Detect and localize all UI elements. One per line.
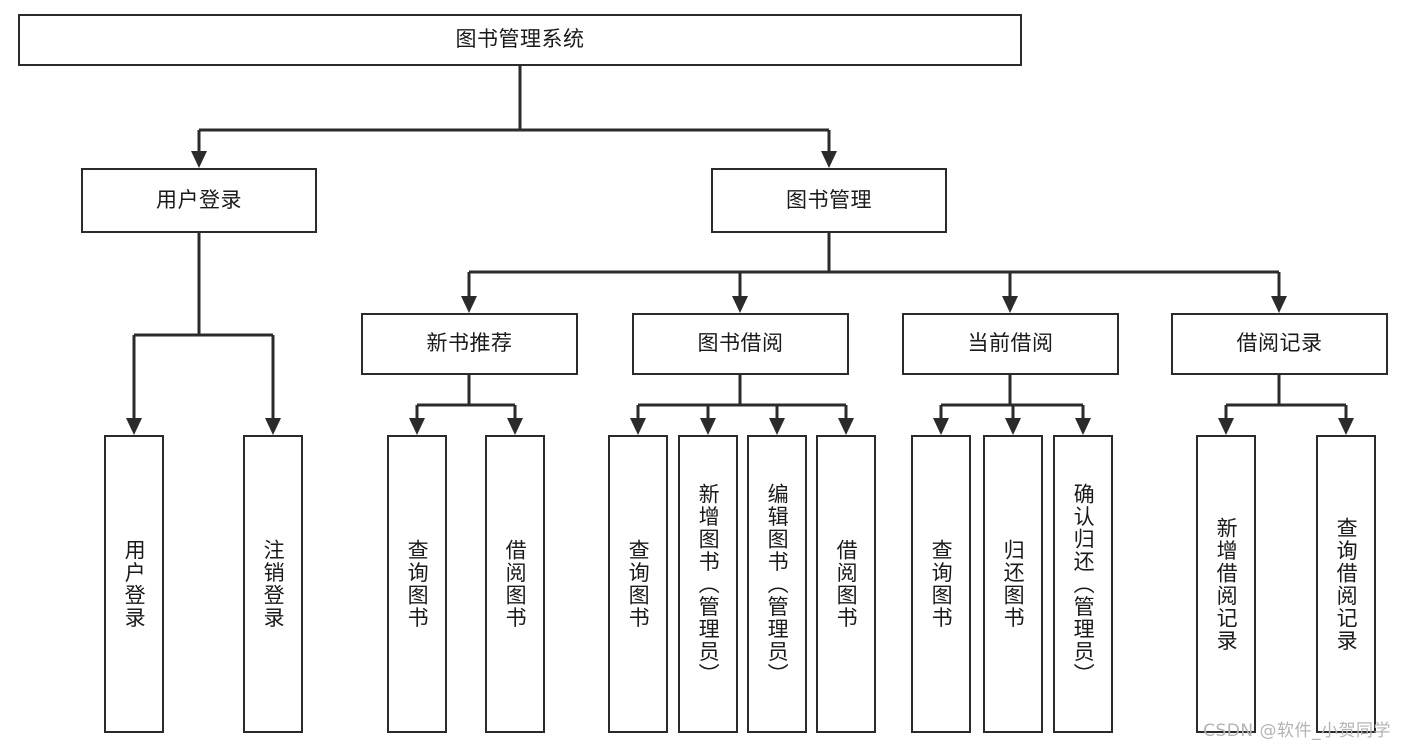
leaf-user-login-label: 用户登录: [122, 539, 147, 629]
node-current-borrow-label: 当前借阅: [967, 331, 1054, 356]
edge-root-to-bookmgmt-arrowhead: [821, 151, 837, 168]
leaf-borrow-book-recommend-label: 借阅图书: [503, 539, 528, 629]
leaf-query-book-borrow[interactable]: 查询图书: [608, 435, 668, 733]
edge-l3c-to-c2-arrowhead: [1005, 418, 1021, 435]
leaf-query-book-current-label: 查询图书: [929, 539, 954, 629]
leaf-query-book-borrow-label: 查询图书: [626, 539, 651, 629]
edge-bookmgmt-to-l3a-arrowhead: [461, 296, 477, 313]
edge-bookmgmt-to-l3d-arrowhead: [1271, 296, 1287, 313]
leaf-return-book[interactable]: 归还图书: [983, 435, 1043, 733]
edge-l3c-to-c3-arrowhead: [1075, 418, 1091, 435]
node-user-login-label: 用户登录: [156, 187, 242, 212]
edge-bookmgmt-to-l3b-arrowhead: [732, 296, 748, 313]
node-book-management-label: 图书管理: [786, 187, 872, 212]
edge-root-to-login-arrowhead: [191, 151, 207, 168]
leaf-return-book-label: 归还图书: [1001, 539, 1026, 629]
leaf-borrow-book-label: 借阅图书: [834, 539, 859, 629]
leaf-borrow-book[interactable]: 借阅图书: [816, 435, 876, 733]
edge-l3b-to-b1-arrowhead: [630, 418, 646, 435]
leaf-borrow-book-recommend[interactable]: 借阅图书: [485, 435, 545, 733]
edge-l3a-to-n2-arrowhead: [507, 418, 523, 435]
leaf-confirm-return-admin-label: 确认归还（管理员）: [1071, 482, 1096, 686]
edge-l3b-to-b3-arrowhead: [769, 418, 785, 435]
edge-l3b-to-b2-arrowhead: [700, 418, 716, 435]
node-borrow-record-label: 借阅记录: [1236, 331, 1323, 356]
node-book-borrow[interactable]: 图书借阅: [632, 313, 849, 375]
leaf-query-book-recommend[interactable]: 查询图书: [387, 435, 447, 733]
node-current-borrow[interactable]: 当前借阅: [902, 313, 1119, 375]
edge-l3d-to-r1-arrowhead: [1218, 418, 1234, 435]
edge-l3a-to-n1-arrowhead: [409, 418, 425, 435]
leaf-query-borrow-record[interactable]: 查询借阅记录: [1316, 435, 1376, 733]
node-borrow-record[interactable]: 借阅记录: [1171, 313, 1388, 375]
leaf-query-book-current[interactable]: 查询图书: [911, 435, 971, 733]
edge-login-to-u1-arrowhead: [126, 418, 142, 435]
node-book-borrow-label: 图书借阅: [697, 331, 784, 356]
node-new-book-recommend[interactable]: 新书推荐: [361, 313, 578, 375]
leaf-add-book-admin[interactable]: 新增图书（管理员）: [678, 435, 738, 733]
edge-l3d-to-r2-arrowhead: [1338, 418, 1354, 435]
node-user-login[interactable]: 用户登录: [81, 168, 317, 233]
node-book-management[interactable]: 图书管理: [711, 168, 947, 233]
leaf-confirm-return-admin[interactable]: 确认归还（管理员）: [1053, 435, 1113, 733]
leaf-query-book-recommend-label: 查询图书: [405, 539, 430, 629]
leaf-edit-book-admin-label: 编辑图书（管理员）: [765, 482, 790, 686]
edge-bookmgmt-to-l3c-arrowhead: [1002, 296, 1018, 313]
leaf-user-login[interactable]: 用户登录: [104, 435, 164, 733]
leaf-logout-label: 注销登录: [261, 539, 286, 629]
leaf-add-book-admin-label: 新增图书（管理员）: [696, 482, 721, 686]
node-new-book-recommend-label: 新书推荐: [426, 331, 513, 356]
leaf-add-borrow-record-label: 新增借阅记录: [1214, 516, 1239, 652]
leaf-add-borrow-record[interactable]: 新增借阅记录: [1196, 435, 1256, 733]
leaf-logout[interactable]: 注销登录: [243, 435, 303, 733]
leaf-edit-book-admin[interactable]: 编辑图书（管理员）: [747, 435, 807, 733]
edge-l3b-to-b4-arrowhead: [838, 418, 854, 435]
node-root[interactable]: 图书管理系统: [18, 14, 1022, 66]
node-root-label: 图书管理系统: [455, 27, 585, 52]
leaf-query-borrow-record-label: 查询借阅记录: [1334, 516, 1359, 652]
edge-login-to-u2-arrowhead: [265, 418, 281, 435]
edge-l3c-to-c1-arrowhead: [933, 418, 949, 435]
